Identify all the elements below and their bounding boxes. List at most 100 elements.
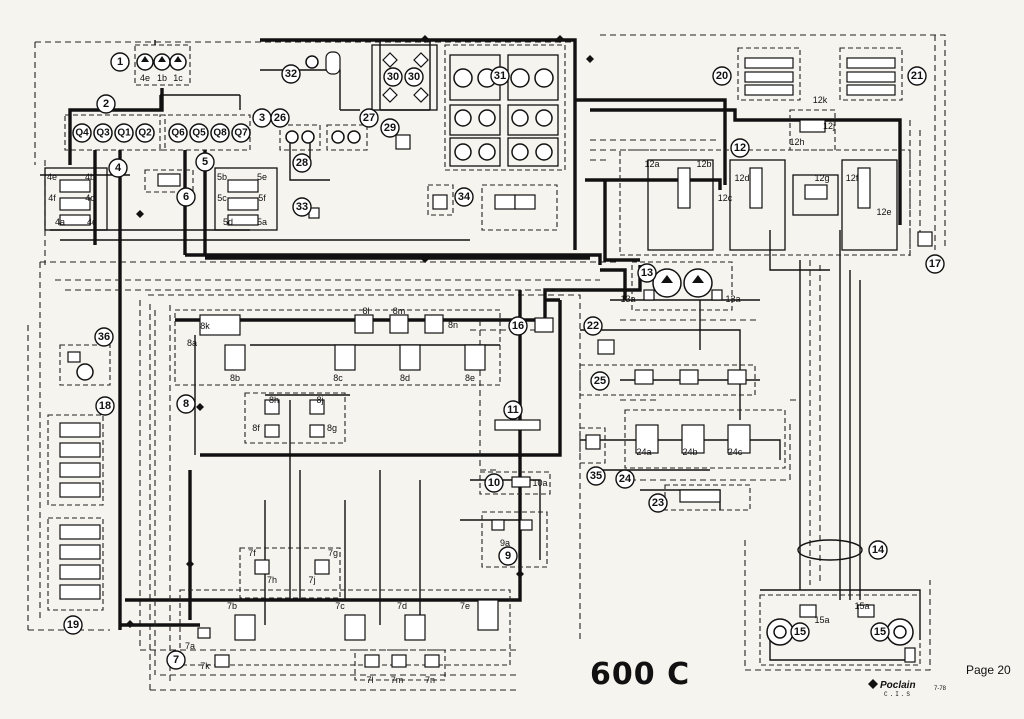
callout-27: 27: [359, 108, 379, 128]
svg-text:36: 36: [98, 331, 110, 343]
sub-label-12g: 12g: [814, 173, 829, 183]
callout-16: 16: [508, 316, 528, 336]
sub-label-4e: 4e: [47, 172, 57, 182]
cylinder-11: [494, 419, 541, 431]
valve-29: [395, 134, 411, 150]
valve-block-24: [624, 409, 786, 469]
callout-11: 11: [503, 400, 523, 420]
junction-nodes: [126, 35, 594, 628]
svg-text:23: 23: [652, 497, 664, 509]
svg-text:30: 30: [408, 71, 420, 83]
sub-label-4d: 4d: [87, 217, 97, 227]
sub-label-7c: 7c: [335, 601, 345, 611]
sub-label-12h: 12h: [789, 137, 804, 147]
pump-q7: Q7: [231, 123, 251, 143]
callout-33: 33: [292, 197, 312, 217]
sub-label-5f: 5f: [258, 193, 266, 203]
callout-17: 17: [925, 254, 945, 274]
svg-text:25: 25: [594, 375, 606, 387]
sub-label-8n: 8n: [448, 320, 458, 330]
motor-group-13: [631, 261, 733, 311]
model-title: 600 C: [590, 657, 690, 692]
svg-text:18: 18: [99, 400, 111, 412]
callout-14: 14: [868, 540, 888, 560]
svg-text:1c: 1c: [173, 73, 183, 83]
svg-text:4: 4: [115, 162, 122, 174]
callout-8: 8: [176, 394, 196, 414]
callout-25: 25: [590, 371, 610, 391]
brand-logo: Poclain C.I.S: [868, 679, 916, 698]
sub-label-4b: 4b: [85, 172, 95, 182]
pump-30: 30: [383, 67, 403, 87]
svg-text:28: 28: [296, 157, 308, 169]
valve-20: [737, 47, 801, 101]
svg-text:32: 32: [285, 68, 297, 80]
sub-label-9a: 9a: [500, 538, 510, 548]
svg-text:4e: 4e: [140, 73, 150, 83]
valve-stack-18: [47, 414, 104, 506]
sub-label-7n: 7n: [425, 675, 435, 685]
svg-text:24: 24: [619, 473, 632, 485]
sub-label-12c: 12c: [718, 193, 733, 203]
pump-30: 30: [404, 67, 424, 87]
sub-label-4c: 4c: [85, 193, 95, 203]
svg-text:5: 5: [202, 156, 208, 168]
pump-1a: 4e: [136, 53, 154, 83]
svg-text:7: 7: [173, 654, 179, 666]
valve-22: [597, 339, 615, 355]
callout-32: 32: [281, 64, 301, 84]
sub-label-13a: 13a: [620, 294, 635, 304]
valve-block-4: [44, 167, 108, 231]
pump-q6: Q6: [168, 123, 188, 143]
svg-text:20: 20: [716, 70, 728, 82]
accumulator-36: [59, 344, 111, 386]
svg-text:1: 1: [117, 56, 123, 68]
sub-label-13a: 13a: [725, 294, 740, 304]
callout-26: 26: [270, 108, 290, 128]
valve-stack-19: [47, 517, 104, 611]
callout-4: 4: [108, 158, 128, 178]
svg-text:14: 14: [872, 544, 885, 556]
valve-35: [579, 427, 606, 464]
svg-text:30: 30: [387, 71, 399, 83]
pump-26-group: [279, 124, 321, 151]
sub-label-8l: 8l: [362, 306, 369, 316]
pump-q1: Q1: [114, 123, 134, 143]
svg-text:17: 17: [929, 258, 941, 270]
valve-34: [427, 184, 558, 231]
sub-label-4f: 4f: [48, 193, 56, 203]
sub-label-7d: 7d: [397, 601, 407, 611]
svg-text:C.I.S: C.I.S: [884, 691, 912, 698]
callout-6: 6: [176, 187, 196, 207]
callout-36: 36: [94, 327, 114, 347]
svg-text:12: 12: [734, 142, 746, 154]
sub-label-7b: 7b: [227, 601, 237, 611]
valve-17: [917, 231, 933, 247]
sub-label-24a: 24a: [636, 447, 651, 457]
svg-text:34: 34: [458, 191, 471, 203]
valve-6: [144, 169, 194, 193]
valve-block-12: [619, 109, 911, 256]
sub-label-8m: 8m: [393, 306, 406, 316]
sub-label-8e: 8e: [465, 373, 475, 383]
svg-text:Q3: Q3: [96, 128, 110, 139]
svg-text:16: 16: [512, 320, 524, 332]
sub-label-15a: 15a: [854, 601, 869, 611]
callout-3: 3: [252, 108, 272, 128]
cylinder-23: [664, 484, 751, 511]
switch-block-25: [579, 364, 756, 396]
sub-label-8j: 8j: [316, 395, 323, 405]
callout-21: 21: [907, 66, 927, 86]
callout-5: 5: [195, 152, 215, 172]
callout-29: 29: [380, 118, 400, 138]
svg-text:Poclain: Poclain: [880, 680, 916, 691]
callout-9: 9: [498, 546, 518, 566]
dashed-return-lines: [44, 120, 931, 685]
sub-label-12d: 12d: [734, 173, 749, 183]
callout-12: 12: [730, 138, 750, 158]
callout-10: 10: [484, 473, 504, 493]
callout-28: 28: [292, 153, 312, 173]
